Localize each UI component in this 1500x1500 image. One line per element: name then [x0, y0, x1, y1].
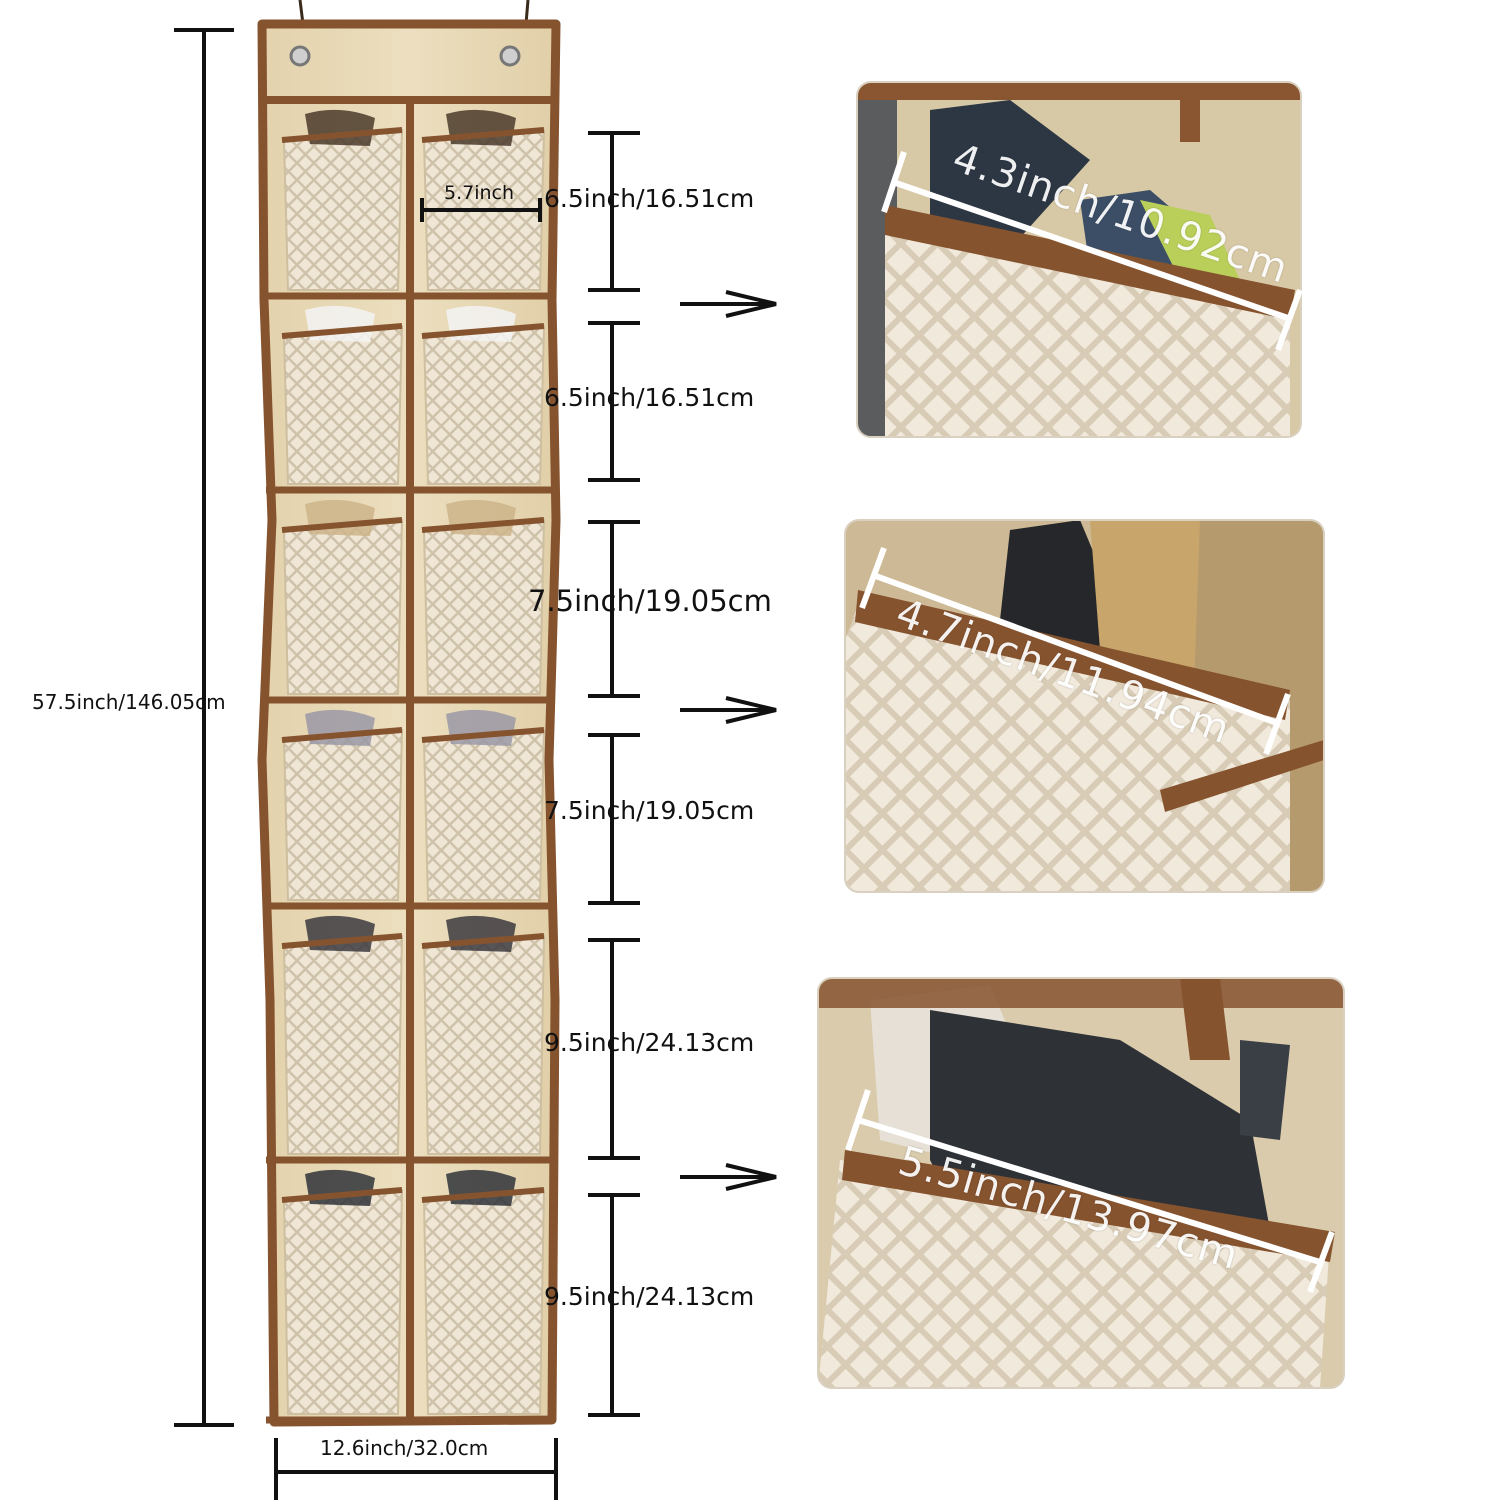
inset-measure-line-3: [845, 1089, 1335, 1294]
pocket: [421, 709, 546, 901]
row-height-label-2: 6.5inch/16.51cm: [544, 383, 755, 412]
inset-photo-2: [845, 520, 1324, 892]
arrow-icon: [680, 696, 777, 724]
inset-measure-line-1: [881, 151, 1303, 352]
row-height-label-4: 7.5inch/19.05cm: [544, 796, 755, 825]
arrow-icon: [680, 1163, 777, 1191]
inset-photo-3: [818, 978, 1344, 1388]
row-height-bracket: [588, 321, 640, 482]
grommet: [289, 45, 311, 67]
pocket: [281, 109, 404, 291]
pocket: [281, 709, 404, 901]
inset-photo-1: [857, 82, 1301, 437]
row-height-label-5: 9.5inch/24.13cm: [544, 1028, 755, 1057]
pocket: [281, 1169, 404, 1415]
callout-arrows: [680, 290, 777, 1191]
row-height-bracket: [588, 938, 640, 1160]
row-height-bracket: [588, 733, 640, 905]
width-label: 12.6inch/32.0cm: [320, 1436, 489, 1460]
row-height-bracket: [588, 1193, 640, 1417]
pocket: [281, 499, 404, 695]
inset-measure-line-2: [859, 546, 1291, 756]
pocket: [281, 915, 404, 1155]
pocket-width-label: 5.7inch: [444, 182, 515, 204]
arrow-icon: [680, 290, 777, 318]
grommet: [499, 45, 521, 67]
shoe-organizer: [257, 19, 561, 1427]
width-dimension: [274, 1438, 558, 1500]
pocket: [421, 499, 546, 695]
row-height-label-3: 7.5inch/19.05cm: [528, 584, 772, 618]
total-height-label: 57.5inch/146.05cm: [32, 690, 226, 714]
row-height-label-1: 6.5inch/16.51cm: [544, 184, 755, 213]
pocket: [421, 305, 546, 485]
pocket-width-dimension: [420, 198, 542, 222]
pocket: [421, 915, 546, 1155]
pocket: [281, 305, 404, 485]
total-height-dimension: [174, 28, 234, 1427]
row-height-bracket: [588, 131, 640, 292]
row-height-label-6: 9.5inch/24.13cm: [544, 1282, 755, 1311]
row-height-bracket: [588, 520, 640, 698]
pocket: [421, 1169, 546, 1415]
row-height-dimensions: [588, 131, 640, 1417]
